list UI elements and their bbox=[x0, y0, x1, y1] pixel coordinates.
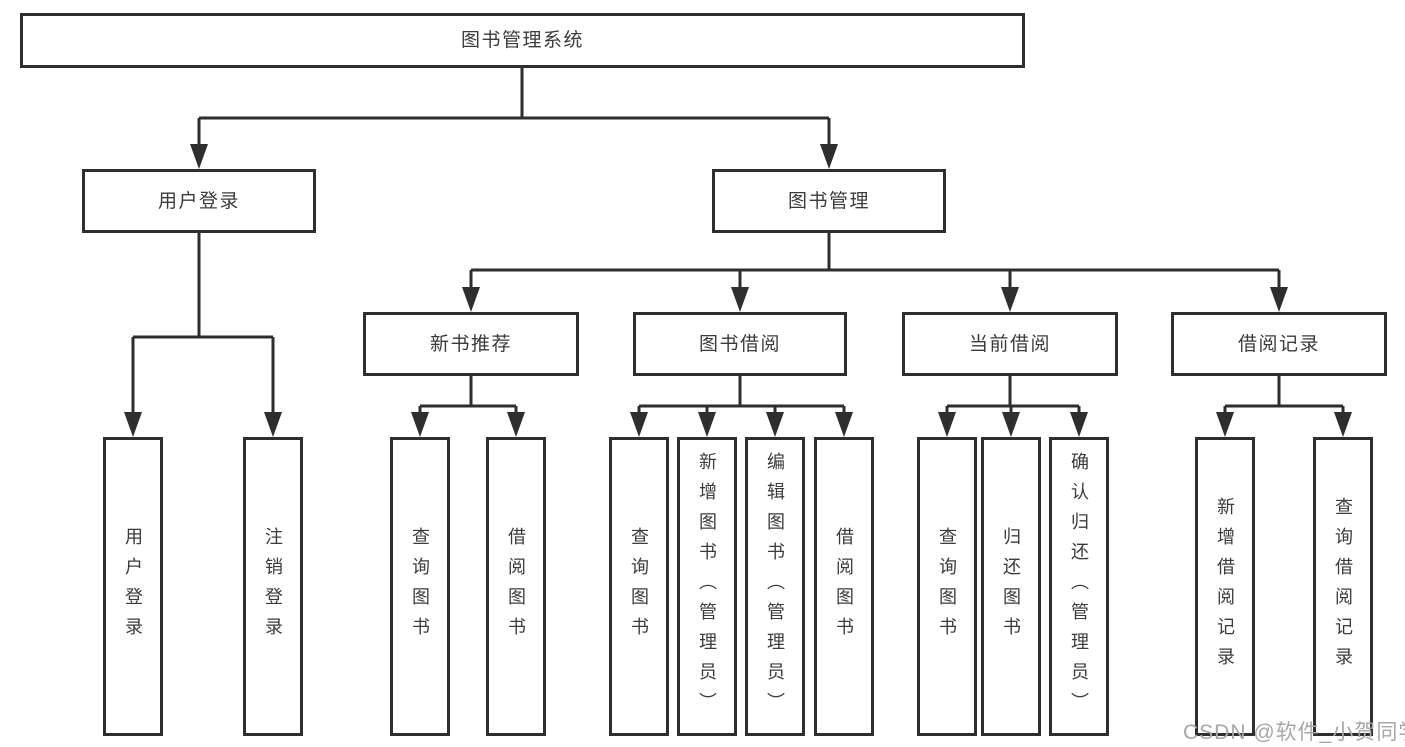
node-leaf-edit-books-admin: 编辑图书（管理员） bbox=[745, 437, 805, 736]
node-leaf-add-borrow-record: 新增借阅记录 bbox=[1195, 437, 1255, 736]
node-label: 归还图书 bbox=[1001, 526, 1021, 647]
node-label: 借阅记录 bbox=[1237, 333, 1320, 355]
node-leaf-return-books: 归还图书 bbox=[981, 437, 1041, 736]
node-leaf-borrow-books: 借阅图书 bbox=[814, 437, 874, 736]
node-label: 新书推荐 bbox=[429, 333, 512, 355]
node-leaf-query-books: 查询图书 bbox=[609, 437, 669, 736]
node-book-management: 图书管理 bbox=[712, 169, 946, 233]
node-label: 注销登录 bbox=[263, 526, 283, 647]
node-label: 编辑图书（管理员） bbox=[765, 451, 785, 722]
node-label: 借阅图书 bbox=[506, 526, 526, 647]
csdn-watermark: CSDN @软件_小贺同学 bbox=[1183, 721, 1405, 744]
node-book-borrowing: 图书借阅 bbox=[633, 312, 847, 376]
node-label: 新增借阅记录 bbox=[1215, 496, 1235, 677]
node-new-book-recommendation: 新书推荐 bbox=[363, 312, 579, 376]
node-label: 用户登录 bbox=[123, 526, 143, 647]
node-label: 确认归还（管理员） bbox=[1069, 451, 1089, 722]
node-leaf-query-books: 查询图书 bbox=[390, 437, 450, 736]
node-label: 图书管理 bbox=[787, 190, 870, 212]
node-label: 查询图书 bbox=[410, 526, 430, 647]
node-leaf-query-books: 查询图书 bbox=[917, 437, 977, 736]
node-label: 用户登录 bbox=[157, 190, 240, 212]
node-label: 图书管理系统 bbox=[460, 30, 584, 51]
node-borrowing-records: 借阅记录 bbox=[1171, 312, 1387, 376]
node-label: 新增图书（管理员） bbox=[697, 451, 717, 722]
node-library-management-system: 图书管理系统 bbox=[20, 13, 1025, 68]
node-label: 图书借阅 bbox=[698, 333, 781, 355]
node-label: 借阅图书 bbox=[834, 526, 854, 647]
node-label: 查询借阅记录 bbox=[1333, 496, 1353, 677]
node-label: 当前借阅 bbox=[968, 333, 1051, 355]
arrowhead-icons bbox=[124, 144, 1352, 437]
node-current-borrowing: 当前借阅 bbox=[902, 312, 1118, 376]
node-label: 查询图书 bbox=[937, 526, 957, 647]
node-label: 查询图书 bbox=[629, 526, 649, 647]
node-leaf-add-books-admin: 新增图书（管理员） bbox=[677, 437, 737, 736]
node-leaf-borrow-books: 借阅图书 bbox=[486, 437, 546, 736]
node-leaf-query-borrow-record: 查询借阅记录 bbox=[1313, 437, 1373, 736]
node-leaf-user-login: 用户登录 bbox=[103, 437, 163, 736]
node-leaf-logout: 注销登录 bbox=[243, 437, 303, 736]
node-user-login: 用户登录 bbox=[82, 169, 316, 233]
node-leaf-confirm-return-admin: 确认归还（管理员） bbox=[1049, 437, 1109, 736]
